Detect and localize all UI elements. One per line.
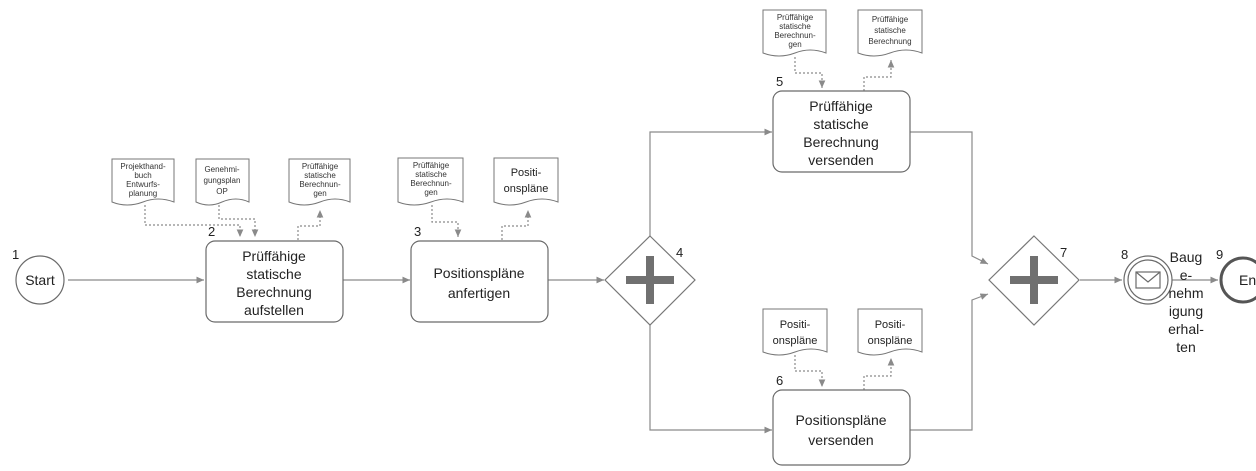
assoc-doc4-to-task3	[431, 205, 462, 237]
task-5-number: 5	[776, 74, 783, 89]
gateway-4[interactable]: 4	[604, 235, 696, 326]
start-event[interactable]: Start 1	[12, 247, 65, 305]
flow-task6-to-gw7	[910, 293, 989, 431]
svg-text:Berechnun-: Berechnun-	[774, 31, 816, 40]
svg-text:igung: igung	[1169, 303, 1203, 319]
task-5-line-3: Berechnung	[803, 134, 879, 150]
flow-task5-to-gw7	[910, 131, 989, 265]
task-2[interactable]: 2 Prüffähige statische Berechnung aufste…	[205, 224, 344, 323]
envelope-icon	[1135, 271, 1161, 289]
svg-text:statische: statische	[415, 170, 447, 179]
svg-text:onspläne: onspläne	[868, 335, 913, 347]
associations	[144, 57, 895, 390]
svg-text:erhal-: erhal-	[1168, 321, 1204, 337]
task-6-line-1: Positionspläne	[795, 412, 886, 428]
svg-text:Prüffähige: Prüffähige	[777, 13, 814, 22]
document-6[interactable]: Prüffähige statische Berechnun- gen	[762, 9, 827, 57]
svg-text:Positi-: Positi-	[511, 167, 542, 179]
svg-text:Prüffähige: Prüffähige	[413, 161, 450, 170]
svg-text:e-: e-	[1180, 267, 1193, 283]
assoc-task5-to-doc7	[863, 60, 895, 91]
assoc-task2-to-doc3	[297, 210, 324, 240]
svg-text:nehm: nehm	[1168, 285, 1203, 301]
gateway-7-number: 7	[1060, 245, 1067, 260]
task-5-line-4: versenden	[808, 152, 873, 168]
gateway-7[interactable]: 7	[988, 235, 1080, 326]
task-6-line-2: versenden	[808, 432, 873, 448]
plus-icon	[1010, 256, 1058, 304]
task-5-line-1: Prüffähige	[809, 98, 873, 114]
assoc-task3-to-doc5	[501, 210, 532, 240]
assoc-doc6-to-task5	[794, 57, 826, 88]
svg-text:Berechnun-: Berechnun-	[410, 179, 452, 188]
document-2[interactable]: Genehmi- gungsplan OP	[195, 158, 250, 206]
sequence-flows	[68, 128, 1218, 434]
task-6-number: 6	[776, 373, 783, 388]
assoc-doc1-to-task2	[144, 205, 244, 237]
task-6[interactable]: 6 Positionspläne versenden	[772, 373, 911, 466]
svg-text:Baug: Baug	[1170, 249, 1203, 265]
task-2-line-1: Prüffähige	[242, 248, 306, 264]
svg-text:planung: planung	[129, 189, 157, 198]
end-event[interactable]: End 9	[1216, 247, 1256, 304]
end-event-label: End	[1239, 272, 1256, 288]
document-8[interactable]: Positi- onspläne	[762, 308, 828, 356]
svg-text:Entwurfs-: Entwurfs-	[126, 180, 160, 189]
document-3[interactable]: Prüffähige statische Berechnun- gen	[288, 158, 351, 206]
start-event-number: 1	[12, 247, 19, 262]
svg-text:gen: gen	[788, 40, 801, 49]
end-event-number: 9	[1216, 247, 1223, 262]
svg-text:onspläne: onspläne	[504, 183, 549, 195]
flow-gw4-to-task6	[649, 325, 772, 434]
assoc-task6-to-doc9	[863, 358, 895, 390]
task-2-number: 2	[208, 224, 215, 239]
svg-text:Berechnung: Berechnung	[868, 37, 911, 46]
svg-text:Genehmi-: Genehmi-	[204, 165, 239, 174]
svg-text:statische: statische	[779, 22, 811, 31]
svg-text:Positi-: Positi-	[875, 319, 906, 331]
task-2-line-2: statische	[246, 266, 301, 282]
svg-text:gen: gen	[424, 188, 437, 197]
svg-text:gen: gen	[313, 189, 326, 198]
svg-text:Prüffähige: Prüffähige	[302, 162, 339, 171]
task-3-line-2: anfertigen	[448, 285, 510, 301]
svg-text:Prüffähige: Prüffähige	[872, 15, 909, 24]
task-5[interactable]: 5 Prüffähige statische Berechnung versen…	[772, 74, 911, 173]
svg-text:Positi-: Positi-	[780, 319, 811, 331]
svg-text:statische: statische	[874, 26, 906, 35]
plus-icon	[626, 256, 674, 304]
task-2-line-3: Berechnung	[236, 284, 312, 300]
svg-text:gungsplan: gungsplan	[204, 176, 241, 185]
document-5[interactable]: Positi- onspläne	[493, 157, 559, 206]
svg-text:onspläne: onspläne	[773, 335, 818, 347]
message-event[interactable]: 8 Baug e- nehm igung erhal- ten	[1121, 247, 1204, 355]
message-event-label: Baug e- nehm igung erhal- ten	[1168, 249, 1204, 355]
svg-text:statische: statische	[304, 171, 336, 180]
document-4[interactable]: Prüffähige statische Berechnun- gen	[397, 157, 464, 206]
document-1[interactable]: Projekthand- buch Entwurfs- planung	[111, 158, 175, 206]
document-7[interactable]: Prüffähige statische Berechnung	[857, 9, 923, 57]
svg-text:Projekthand-: Projekthand-	[120, 162, 166, 171]
document-9[interactable]: Positi- onspläne	[857, 308, 923, 356]
assoc-doc8-to-task6	[794, 355, 826, 387]
task-5-line-2: statische	[813, 116, 868, 132]
gateway-4-number: 4	[676, 245, 683, 260]
svg-text:OP: OP	[216, 187, 228, 196]
svg-text:buch: buch	[134, 171, 151, 180]
task-3[interactable]: 3 Positionspläne anfertigen	[410, 224, 549, 323]
svg-text:ten: ten	[1176, 339, 1195, 355]
message-event-number: 8	[1121, 247, 1128, 262]
svg-text:Berechnun-: Berechnun-	[299, 180, 341, 189]
task-2-line-4: aufstellen	[244, 302, 304, 318]
task-3-line-1: Positionspläne	[433, 265, 524, 281]
task-3-number: 3	[414, 224, 421, 239]
assoc-doc2-to-task2	[218, 205, 259, 237]
flow-gw4-to-task5	[649, 128, 772, 236]
start-event-label: Start	[25, 272, 55, 288]
